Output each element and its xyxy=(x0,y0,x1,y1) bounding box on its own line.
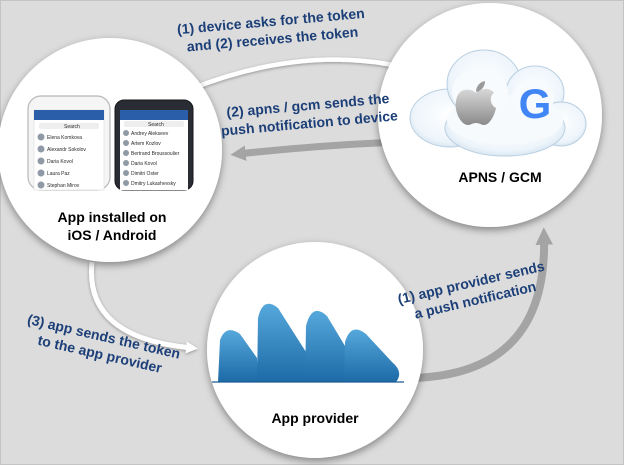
list-item: Stephan Mirov xyxy=(47,183,80,189)
iphone-mockup: Search Elena Komkova Alexandr Sokolov Da… xyxy=(27,95,111,191)
list-item: Artem Kozlov xyxy=(131,141,161,147)
list-item: Andrey Alekseev xyxy=(131,131,169,137)
app-circle xyxy=(0,38,222,262)
list-item: Bertrand Broussoulier xyxy=(131,151,180,157)
android-search-placeholder: Search xyxy=(148,122,164,128)
list-item: Dimitri Oster xyxy=(131,171,159,177)
android-contact-list: Andrey Alekseev Artem Kozlov Bertrand Br… xyxy=(123,130,180,187)
arrow-device-apns-exchange xyxy=(185,57,404,93)
provider-label: App provider xyxy=(271,410,359,426)
app-label-line2: iOS / Android xyxy=(68,227,157,243)
apple-logo-icon xyxy=(455,81,496,125)
step-push-to-device-label: (2) apns / gcm sends the push notificati… xyxy=(220,90,398,139)
android-phone-mockup: Search Andrey Alekseev Artem Kozlov Bert… xyxy=(114,99,194,191)
provider-logo-icon xyxy=(212,303,404,383)
list-item: Laura Paz xyxy=(47,171,70,177)
list-item: Daria Kovol xyxy=(47,159,73,165)
step-device-token-label: (1) device asks for the token and (2) re… xyxy=(176,5,365,55)
list-item: Alexandr Sokolov xyxy=(47,147,86,153)
app-label-line1: App installed on xyxy=(58,209,167,225)
list-item: Elena Komkova xyxy=(47,135,82,141)
iphone-search-placeholder: Search xyxy=(64,124,80,130)
apns-label: APNS / GCM xyxy=(458,169,541,185)
list-item: Daria Kovol xyxy=(131,161,157,167)
iphone-contact-list: Elena Komkova Alexandr Sokolov Daria Kov… xyxy=(37,133,86,189)
step-app-sends-token-label: (3) app sends the token to the app provi… xyxy=(26,311,182,376)
arrow-app-to-provider xyxy=(88,261,198,354)
google-logo-icon: G xyxy=(519,80,552,127)
arrow-apns-to-device xyxy=(230,138,401,161)
list-item: Dmitry Lukashevsky xyxy=(131,181,176,187)
arrow-provider-to-apns xyxy=(412,227,554,382)
